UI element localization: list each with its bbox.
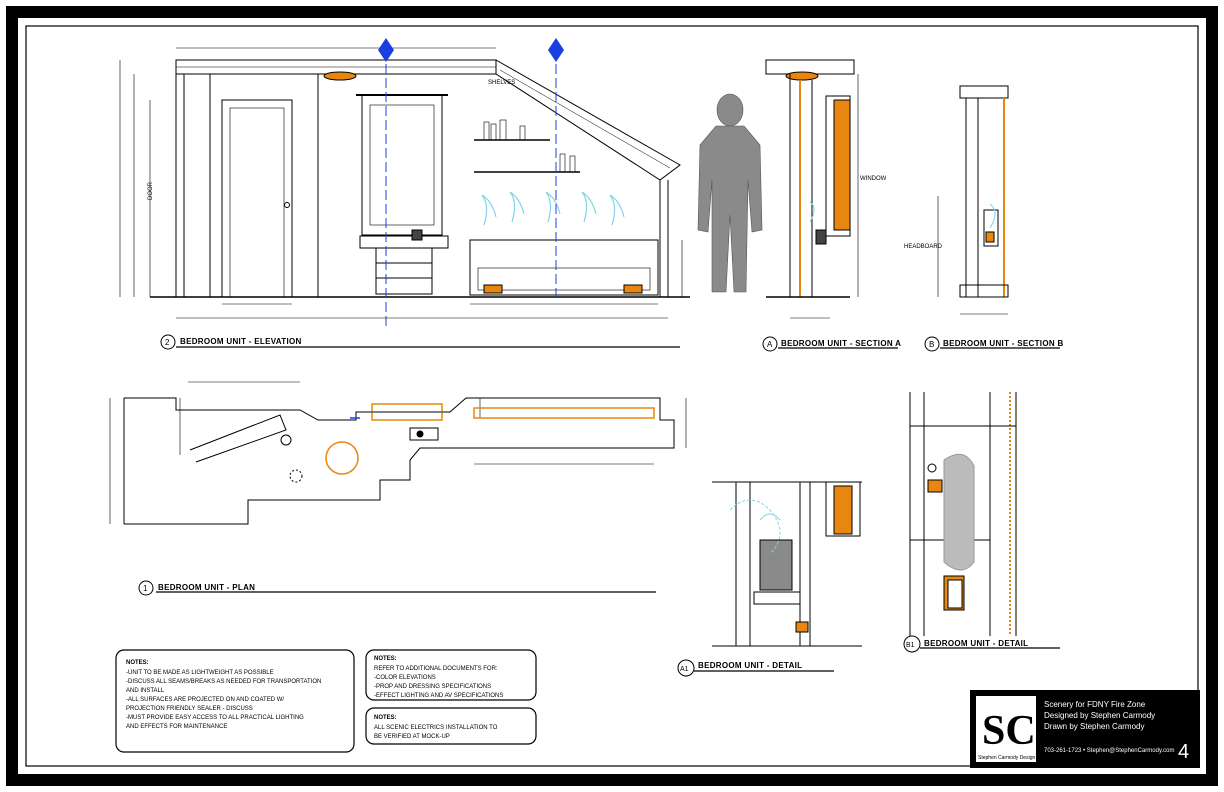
human-scale-figure	[697, 93, 763, 293]
general-notes-heading: NOTES:	[126, 660, 149, 666]
title-block: SC Stephen Carmody Design Scenery for FD…	[970, 690, 1200, 768]
reference-notes-box: NOTES: REFER TO ADDITIONAL DOCUMENTS FOR…	[365, 649, 537, 701]
detail-b1-view	[909, 392, 1017, 636]
detail-b1-number: B1	[906, 642, 915, 649]
section-b-title: BEDROOM UNIT - SECTION B	[943, 339, 1064, 348]
section-marker-b-top	[548, 38, 564, 62]
reference-notes-heading: NOTES:	[374, 656, 397, 662]
general-note-line: AND INSTALL	[126, 688, 165, 694]
shelves-label: SHELVES	[488, 80, 515, 86]
plan-view	[109, 381, 687, 525]
sheet-number: 4	[1178, 741, 1189, 763]
contact-info: 703-261-1723 • Stephen@StephenCarmody.co…	[1044, 748, 1175, 754]
electrics-notes-box: NOTES: ALL SCENIC ELECTRICS INSTALLATION…	[365, 707, 537, 745]
logo-caption: Stephen Carmody Design	[978, 755, 1035, 761]
reference-note-line: -COLOR ELEVATIONS	[374, 675, 436, 681]
electrics-notes-heading: NOTES:	[374, 715, 397, 721]
detail-a1-view	[712, 481, 862, 647]
detail-a1-number: A1	[680, 666, 689, 673]
logo-mark: SC	[982, 708, 1036, 754]
section-marker-a-top	[378, 38, 394, 62]
general-note-line: -DISCUSS ALL SEAMS/BREAKS AS NEEDED FOR …	[126, 679, 321, 685]
window-label: WINDOW	[860, 176, 887, 182]
section-a-title: BEDROOM UNIT - SECTION A	[781, 339, 901, 348]
general-notes-box: NOTES: -UNIT TO BE MADE AS LIGHTWEIGHT A…	[115, 649, 355, 753]
elevation-number: 2	[165, 338, 170, 347]
section-a-view	[765, 59, 859, 319]
section-b-number: B	[929, 340, 934, 349]
electrics-note-line: ALL SCENIC ELECTRICS INSTALLATION TO	[374, 725, 498, 731]
general-note-line: PROJECTION FRIENDLY SEALER - DISCUSS	[126, 706, 253, 712]
headboard-label: HEADBOARD	[904, 244, 943, 250]
drawn-by: Drawn by Stephen Carmody	[1044, 722, 1145, 731]
door-height-label: DOOR	[148, 181, 154, 200]
reference-note-line: -EFFECT LIGHTING AND AV SPECIFICATIONS	[374, 693, 503, 699]
reference-note-line: REFER TO ADDITIONAL DOCUMENTS FOR:	[374, 666, 498, 672]
detail-a1-title: BEDROOM UNIT - DETAIL	[698, 661, 802, 670]
reference-note-line: -PROP AND DRESSING SPECIFICATIONS	[374, 684, 491, 690]
sheet-border	[6, 6, 1218, 786]
plan-title: BEDROOM UNIT - PLAN	[158, 583, 255, 592]
section-b-view	[937, 85, 1009, 315]
detail-b1-title: BEDROOM UNIT - DETAIL	[924, 639, 1028, 648]
general-note-line: -MUST PROVIDE EASY ACCESS TO ALL PRACTIC…	[126, 715, 304, 721]
general-note-line: -ALL SURFACES ARE PROJECTED ON AND COATE…	[126, 697, 284, 703]
designed-by: Designed by Stephen Carmody	[1044, 711, 1155, 720]
elevation-view	[119, 47, 690, 330]
section-a-number: A	[767, 340, 773, 349]
general-note-line: -UNIT TO BE MADE AS LIGHTWEIGHT AS POSSI…	[126, 670, 274, 676]
general-note-line: AND EFFECTS FOR MAINTENANCE	[126, 724, 227, 730]
project-name: Scenery for FDNY Fire Zone	[1044, 700, 1146, 709]
elevation-title: BEDROOM UNIT - ELEVATION	[180, 337, 302, 346]
plan-number: 1	[143, 584, 148, 593]
electrics-note-line: BE VERIFIED AT MOCK-UP	[374, 734, 450, 740]
